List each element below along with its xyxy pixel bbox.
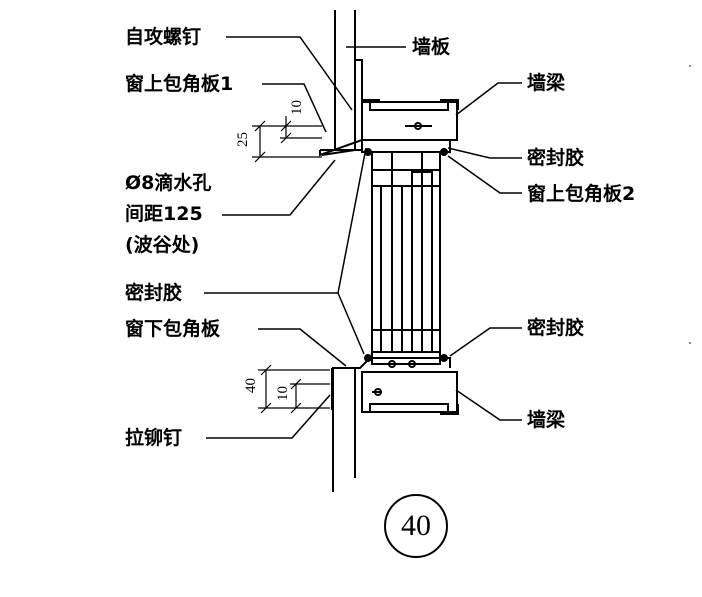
wall-beam-top [361, 99, 459, 141]
detail-number: 40 [401, 509, 431, 542]
dim-bottom-10: 10 [275, 386, 291, 401]
label-sealant-bottom-right: 密封胶 [527, 317, 585, 339]
dim-bottom-40: 40 [243, 378, 259, 393]
label-wall-beam-bottom: 墙梁 [527, 409, 566, 431]
dimension-top [252, 116, 322, 163]
label-lower-flashing: 窗下包角板 [125, 318, 221, 340]
upper-flashing-2 [361, 140, 451, 153]
label-sealant-left: 密封胶 [125, 282, 183, 304]
label-drip-hole-location: (波谷处) [125, 234, 200, 256]
dim-top-25: 25 [235, 132, 251, 147]
dim-top-10: 10 [289, 100, 305, 115]
wall-panel-upper [334, 10, 356, 150]
label-upper-flashing-2: 窗上包角板2 [527, 183, 636, 205]
leader-lines [204, 36, 522, 439]
label-self-tapping-screw: 自攻螺钉 [125, 26, 202, 48]
window-frame-sill [371, 329, 441, 368]
dimension-bottom [258, 364, 330, 414]
label-upper-flashing-1: 窗上包角板1 [125, 73, 234, 95]
label-wall-panel: 墙板 [412, 36, 451, 58]
label-wall-beam-top: 墙梁 [527, 72, 566, 94]
drip-hole-leader [222, 159, 336, 216]
label-drip-hole-diameter: Ø8滴水孔 [125, 172, 212, 194]
detail-number-circle [384, 494, 448, 558]
wall-beam-bottom [361, 371, 459, 415]
label-blind-rivet: 拉铆钉 [125, 427, 183, 449]
window-frame-head [371, 151, 441, 187]
wall-panel-lower [332, 368, 356, 492]
label-sealant-top-right: 密封胶 [527, 147, 585, 169]
window-glazing [371, 171, 441, 353]
label-drip-hole-spacing: 间距125 [125, 203, 203, 225]
edge-specks [689, 65, 691, 344]
